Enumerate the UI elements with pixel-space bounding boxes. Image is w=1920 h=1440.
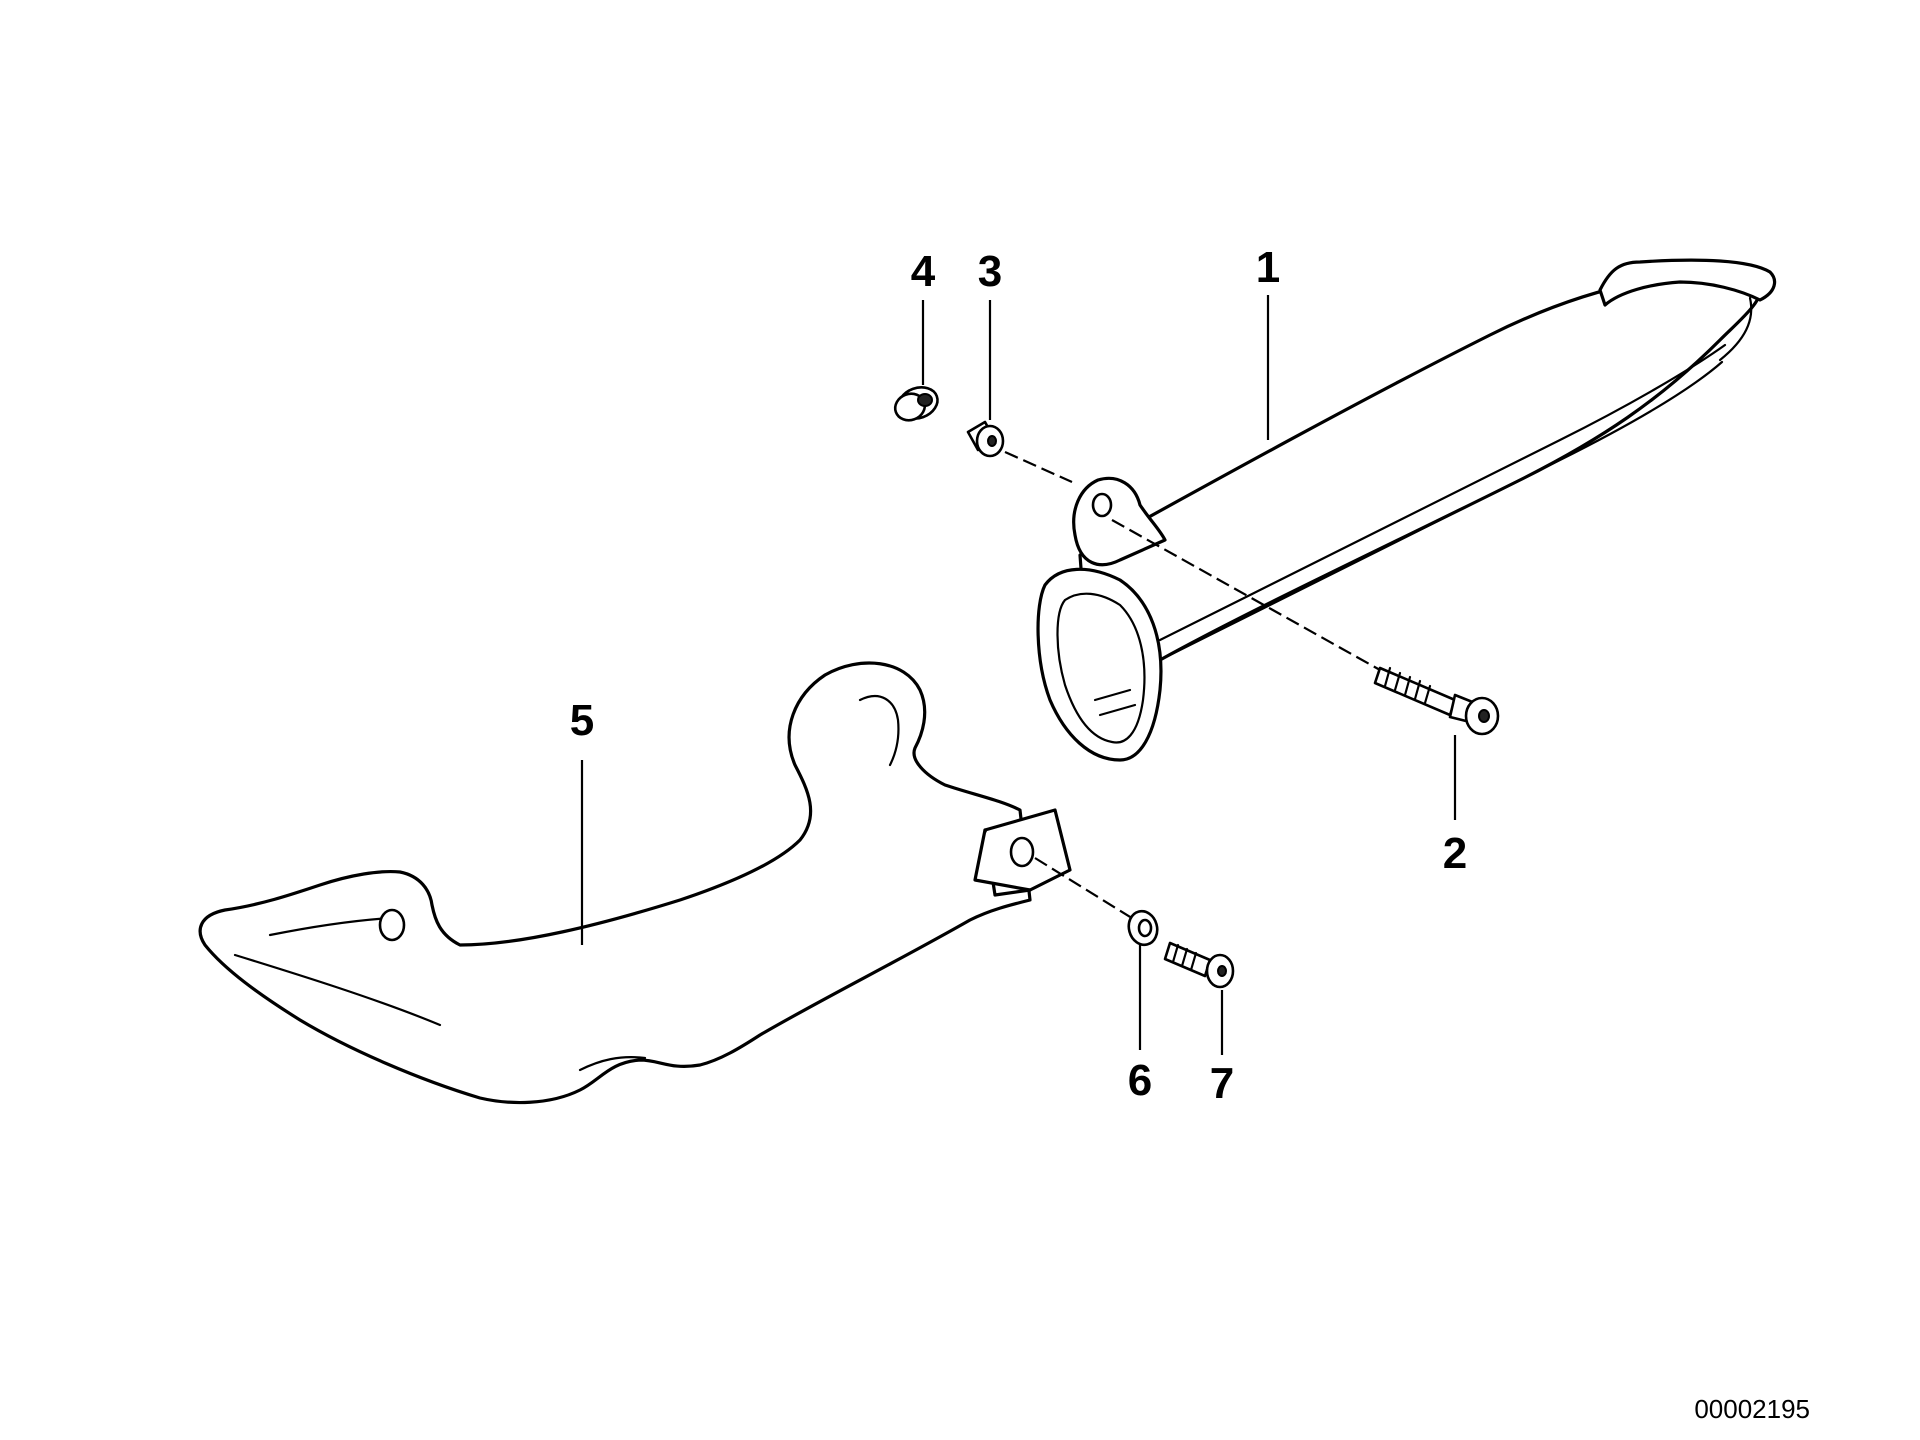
callout-4: 4 xyxy=(911,247,936,296)
assembly-line-upper-2 xyxy=(1111,519,1381,671)
callout-2: 2 xyxy=(1443,829,1467,878)
washer xyxy=(1127,909,1159,947)
callout-5: 5 xyxy=(570,696,594,745)
grommet xyxy=(893,386,939,422)
air-duct-upper xyxy=(1036,258,1777,762)
callout-7: 7 xyxy=(1210,1059,1234,1108)
callout-1: 1 xyxy=(1256,243,1280,292)
air-duct-lower xyxy=(198,661,1072,1105)
screw xyxy=(1163,941,1235,989)
bolt-long xyxy=(1373,666,1500,736)
diagram-number: 00002195 xyxy=(1694,1394,1810,1424)
assembly-line-upper xyxy=(1004,450,1073,484)
callout-6: 6 xyxy=(1128,1056,1152,1105)
callout-3: 3 xyxy=(978,247,1002,296)
bushing xyxy=(966,420,1005,458)
